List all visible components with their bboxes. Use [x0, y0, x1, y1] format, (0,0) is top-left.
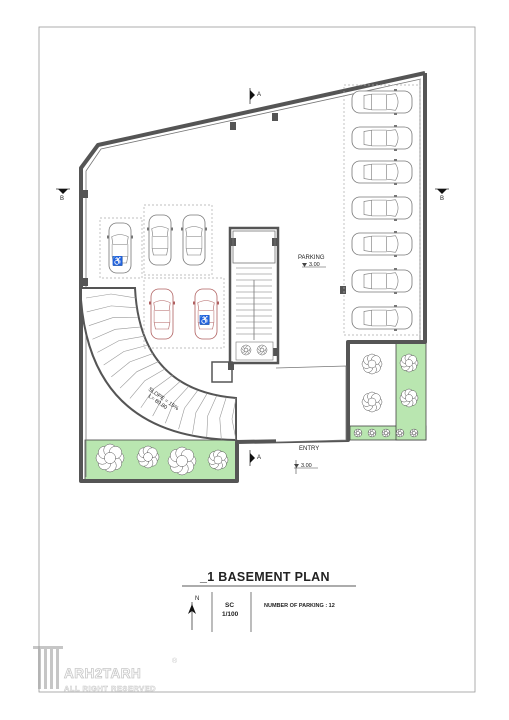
car-icon: [193, 288, 219, 340]
ramp-chevrons: [85, 293, 237, 441]
car-icon: [147, 214, 173, 266]
svg-text:A: A: [257, 92, 261, 98]
tree-icon: [353, 428, 363, 438]
section-marker-icon: [250, 453, 255, 463]
tree-icon: [240, 344, 252, 356]
tree-icon: [361, 353, 383, 375]
car-icon: [149, 288, 175, 340]
planter-box: [211, 361, 233, 383]
tree-icon: [395, 428, 405, 438]
watermark-registered: ®: [172, 657, 178, 665]
watermark-emblem: [33, 646, 63, 689]
column: [230, 122, 236, 130]
tree-icon: [361, 391, 383, 413]
section-marker-a-bottom: A: [249, 450, 261, 466]
column: [228, 362, 234, 370]
watermark-logo: ARH2TARH ALL RIGHT RESERVED ®: [33, 646, 178, 693]
car-icon: [181, 214, 207, 266]
column: [272, 348, 278, 356]
parking-label: PARKING: [298, 255, 325, 261]
parking-count: NUMBER OF PARKING : 12: [264, 603, 335, 609]
svg-text:N: N: [195, 596, 199, 602]
tree-icon: [95, 443, 125, 473]
car-icon: [107, 222, 133, 274]
car-icon: [351, 268, 413, 294]
tree-icon: [399, 388, 419, 408]
tree-icon: [256, 344, 268, 356]
basement-plan-drawing: SLOPE = 15% L= 80.80 ♿ ♿ PARKING 3.00 EN…: [56, 71, 449, 483]
car-icon: [351, 125, 413, 151]
scale-label: SC: [225, 602, 234, 609]
car-icon: [351, 305, 413, 331]
parking-zone-left-c: [143, 277, 225, 349]
elevator-shaft: [232, 230, 276, 264]
level-triangle-icon: [302, 263, 307, 267]
entry-level-value: 3.00: [301, 463, 312, 469]
section-marker-icon: [250, 90, 255, 100]
parking-zone-left-a: [99, 217, 143, 279]
stair-core-wall: [228, 226, 280, 365]
car-icon: [351, 195, 413, 221]
watermark-rights: ALL RIGHT RESERVED: [64, 684, 156, 693]
section-marker-b-right: B: [435, 188, 449, 202]
scale-value: 1/100: [222, 611, 239, 618]
plan-title: _1 BASEMENT PLAN: [199, 570, 330, 584]
tree-icon: [207, 449, 229, 471]
svg-text:A: A: [257, 455, 261, 461]
car-icon: [351, 159, 413, 185]
parking-cars: [107, 89, 413, 340]
north-arrow-icon: N: [188, 596, 199, 630]
entry-label: ENTRY: [299, 446, 319, 452]
entry-opening: [275, 365, 347, 443]
column: [82, 278, 88, 286]
section-marker-icon: [437, 189, 447, 194]
car-icon: [351, 89, 413, 115]
parking-zone-right: [343, 84, 421, 336]
tree-icon: [399, 353, 419, 373]
accessible-parking-icon: ♿: [112, 255, 123, 266]
column: [272, 113, 278, 121]
trees: [95, 344, 419, 476]
title-block: _1 BASEMENT PLAN N SC 1/100 NUMBER OF PA…: [182, 570, 356, 632]
tree-icon: [136, 445, 160, 469]
section-marker-b-left: B: [56, 188, 70, 202]
parking-zone-left-b: [143, 204, 213, 276]
parking-level-value: 3.00: [309, 262, 320, 268]
car-icon: [351, 231, 413, 257]
section-marker-icon: [58, 189, 68, 194]
tree-icon: [381, 428, 391, 438]
column: [340, 286, 346, 294]
tree-icon: [409, 428, 419, 438]
column: [82, 190, 88, 198]
accessible-parking-icon: ♿: [199, 314, 210, 325]
section-marker-a-top: A: [249, 88, 261, 104]
level-triangle-icon: [294, 464, 299, 468]
tree-icon: [367, 428, 377, 438]
svg-text:B: B: [60, 196, 64, 202]
watermark-brand: ARH2TARH: [64, 666, 141, 681]
outer-wall: [79, 71, 427, 483]
sheet-border: [38, 26, 476, 693]
tree-icon: [167, 446, 197, 476]
svg-text:B: B: [440, 196, 444, 202]
